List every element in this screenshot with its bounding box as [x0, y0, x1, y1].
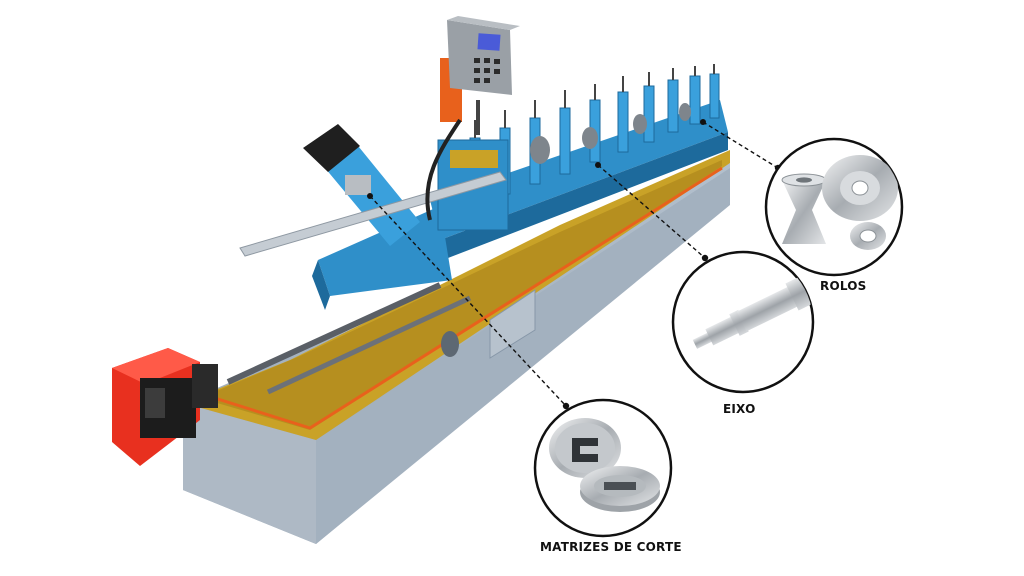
metal-profile-strip	[239, 171, 507, 257]
leader-dot-rolos	[700, 119, 706, 125]
red-motor-housing	[112, 348, 218, 466]
cutting-unit	[303, 124, 509, 310]
leader-dot-eixo	[595, 162, 601, 168]
leader-lines	[369, 121, 779, 407]
callout-label-matrizes: MATRIZES DE CORTE	[540, 540, 682, 554]
callout-label-rolos: ROLOS	[820, 279, 867, 293]
callout-rolos-circle	[764, 137, 904, 277]
control-panel	[425, 16, 520, 221]
leader-end-matrizes	[562, 402, 570, 410]
callout-matrizes-circle	[533, 398, 673, 538]
leader-end-eixo	[701, 254, 709, 262]
leader-dot-matrizes	[367, 193, 373, 199]
callout-label-eixo: EIXO	[723, 402, 756, 416]
machine-frame	[183, 150, 730, 544]
callout-eixo-circle	[671, 250, 815, 394]
